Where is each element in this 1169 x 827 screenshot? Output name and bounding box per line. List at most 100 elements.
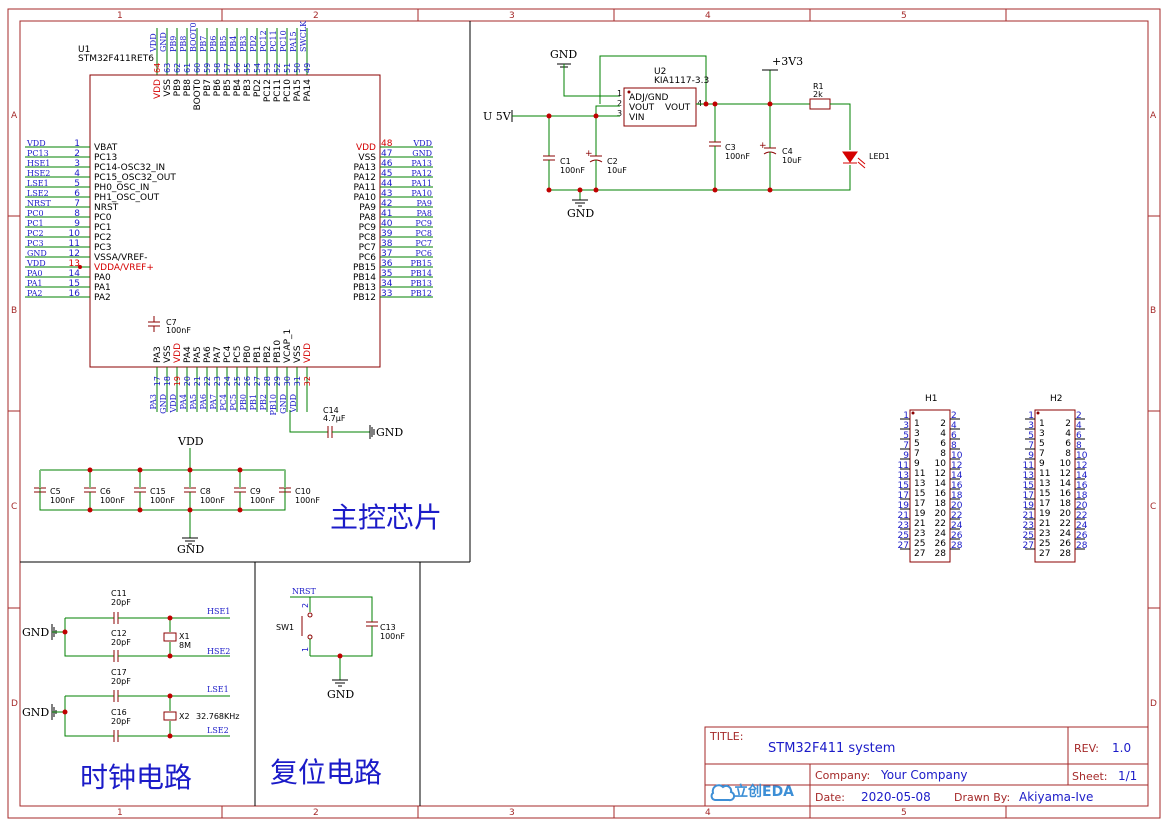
junction-dot [187, 507, 193, 513]
header-pin-num: 26 [951, 531, 963, 541]
header-pin-num: 1 [903, 411, 909, 421]
u1-right-pin-num: 46 [381, 159, 393, 169]
header-pin-num: 27 [898, 541, 909, 551]
u1-right-pin-name: VDD [356, 143, 376, 153]
header-pin-num: 7 [903, 441, 909, 451]
header-pin-num: 3 [1028, 421, 1034, 431]
header-pin-label: 27 [1039, 549, 1050, 559]
u1-right-net: PA8 [416, 209, 432, 218]
led1-symbol [842, 151, 858, 163]
u1-bottom-pin-name: PA7 [213, 346, 223, 363]
u1-right-pin-name: PA8 [359, 213, 376, 223]
u1-left-net: NRST [27, 199, 52, 208]
u2-pin2: 2 [617, 99, 622, 108]
header-pin-label: 21 [1039, 519, 1050, 529]
u1-left-pin-name: PH0_OSC_IN [94, 183, 149, 193]
c7-capacitor [148, 316, 160, 332]
u1-left-pin-name: PC3 [94, 243, 111, 253]
header-pin-label: 24 [935, 529, 947, 539]
decap-ref-C10: C10 [295, 487, 311, 496]
u1-left-net: PC13 [27, 149, 49, 158]
u1-bottom-pin-num: 24 [223, 376, 232, 386]
u1-left-pin-num: 12 [69, 249, 80, 259]
u1-bottom-net: GND [279, 394, 288, 414]
header-pin-num: 25 [898, 531, 909, 541]
u1-right-pin-name: VSS [358, 153, 376, 163]
u1-right-pin-name: PA13 [354, 163, 376, 173]
u1-left-pin-num: 3 [74, 159, 80, 169]
u1-top-net: PB5 [219, 36, 228, 52]
u1-top-pin-name: PB6 [213, 79, 223, 97]
header-pin-num: 26 [1076, 531, 1088, 541]
u1-bottom-pin-num: 23 [213, 376, 222, 386]
header-pin-label: 14 [935, 479, 947, 489]
header-pin-label: 7 [914, 449, 920, 459]
c3-ref: C3 [725, 143, 736, 152]
u1-top-pin-num: 63 [163, 63, 172, 73]
u1-top-pin-name: PC12 [263, 79, 273, 102]
u1-bottom-pin-name: PB0 [243, 345, 253, 363]
u1-left-pin-name: PA0 [94, 273, 111, 283]
x2-ref: X2 [179, 712, 190, 721]
header-pin-num: 23 [1023, 521, 1034, 531]
u1-top-pin-num: 53 [263, 63, 272, 73]
header-pin-num: 21 [898, 511, 909, 521]
frame-col-bottom-2: 2 [313, 808, 319, 818]
header-pin-num: 13 [1023, 471, 1034, 481]
c11-ref: C11 [111, 589, 127, 598]
junction-dot [137, 507, 143, 513]
u1-bottom-pin-num: 31 [293, 376, 302, 386]
u1-bottom-net: GND [159, 394, 168, 414]
u1-top-pin-name: PB5 [223, 79, 233, 96]
decap-ref-C9: C9 [250, 487, 261, 496]
header-pin-num: 24 [951, 521, 963, 531]
u1-bottom-pin-num: 25 [233, 376, 242, 386]
header-pin-num: 18 [1076, 491, 1088, 501]
u1-top-pin-num: 64 [153, 63, 162, 73]
u1-right-pin-num: 44 [381, 179, 393, 189]
c4-value: 10uF [782, 156, 802, 165]
header-pin-label: 19 [914, 509, 926, 519]
header-pin-num: 18 [951, 491, 963, 501]
c14-capacitor [289, 410, 375, 439]
tb-drawn: Akiyama-Ive [1019, 790, 1093, 804]
u1-top-net: PA15 [289, 31, 298, 52]
tb-date-label: Date: [815, 791, 845, 804]
u1-top-net: PC11 [269, 30, 278, 52]
u1-right-pin-num: 43 [381, 189, 392, 199]
u1-left-net: PC1 [27, 219, 44, 228]
lse1-label: LSE1 [207, 685, 229, 694]
u1-bottom-pin-name: PC4 [223, 345, 233, 363]
title-block [704, 726, 1149, 807]
u1-left-net: VDD [26, 259, 46, 268]
u1-top-net: PC12 [259, 30, 268, 52]
x1-value: 8M [179, 641, 191, 650]
u1-right-net: PA13 [411, 159, 432, 168]
header-pin-num: 19 [898, 501, 910, 511]
u1-left-pin-name: PA2 [94, 293, 111, 303]
u1-bottom-net: PB1 [249, 394, 258, 410]
header-pin-label: 15 [1039, 489, 1050, 499]
header-pin-label: 16 [935, 489, 947, 499]
u1-bottom-pin-num: 21 [193, 376, 202, 386]
clock-circuit-title: 时钟电路 [80, 761, 192, 794]
u1-top-pin-name: VDD [153, 79, 163, 99]
c16-ref: C16 [111, 708, 127, 717]
header-pin-label: 12 [1060, 469, 1071, 479]
junction-dot [137, 467, 143, 473]
u1-left-pin-name: PC0 [94, 213, 112, 223]
u1-bottom-pin-num: 20 [183, 376, 192, 386]
u1-left-pin-num: 13 [69, 259, 80, 269]
frame-col-bottom-4: 4 [705, 808, 711, 818]
u1-right-pin-num: 39 [381, 229, 393, 239]
u1-top-pin-name: PD2 [253, 79, 263, 97]
u1-left-net: PA0 [27, 269, 43, 278]
u1-bottom-net: PA5 [189, 394, 198, 410]
frame-row-left-D: D [11, 699, 18, 709]
header-pin-label: 15 [914, 489, 925, 499]
header-pin-label: 10 [1060, 459, 1072, 469]
junction-dot [237, 507, 243, 513]
u1-right-pin-name: PA9 [359, 203, 376, 213]
decap-value-C9: 100nF [250, 496, 275, 505]
